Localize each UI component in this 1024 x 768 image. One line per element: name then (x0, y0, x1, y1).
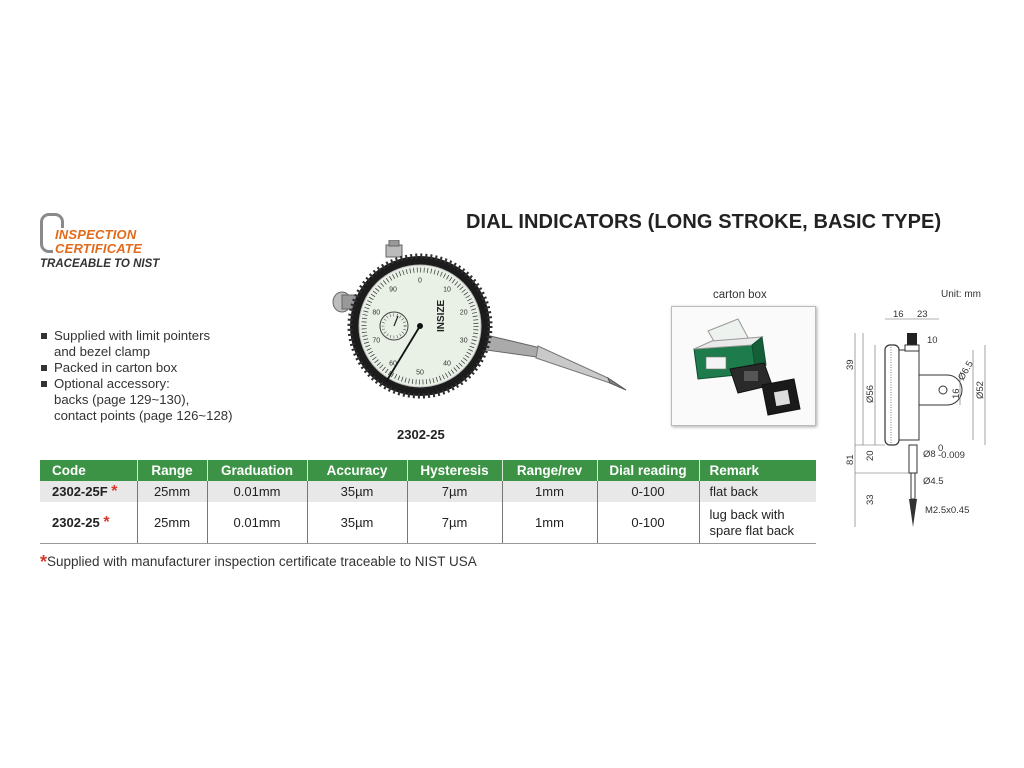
dim-label: 10 (927, 335, 938, 346)
feature-line: Optional accessory: (54, 376, 170, 391)
dim-label: 20 (865, 450, 876, 461)
carton-box-image (671, 306, 816, 426)
column-header-graduation: Graduation (207, 460, 308, 481)
feature-list: Supplied with limit pointers and bezel c… (40, 328, 280, 424)
footnote-star-icon: * (40, 552, 48, 572)
column-header-code: Code (40, 460, 138, 481)
dim-label: 39 (845, 359, 856, 370)
remark-line: spare flat back (709, 522, 795, 538)
dim-label: Ø8 (923, 449, 936, 460)
remark-cell: flat back (699, 481, 816, 502)
dim-label: Ø52 (975, 381, 986, 399)
dial-number-label: 10 (443, 286, 451, 293)
feature-line: backs (page 129~130), (54, 392, 190, 407)
inspection-certificate-logo: INSPECTION CERTIFICATE TRACEABLE TO NIST (40, 213, 180, 273)
traceable-to-nist-label: TRACEABLE TO NIST (40, 258, 160, 270)
dim-label: Ø56 (865, 385, 876, 403)
dial-number-label: 80 (372, 309, 380, 316)
feature-item: Supplied with limit pointers and bezel c… (40, 328, 280, 360)
hysteresis-cell: 7µm (407, 502, 503, 544)
square-bullet-icon (41, 333, 47, 339)
certificate-star-icon: * (111, 482, 118, 500)
dim-label: -0.009 (938, 450, 965, 461)
remark-cell: lug back with spare flat back (699, 502, 816, 544)
column-header-hysteresis: Hysteresis (407, 460, 503, 481)
dial-number-label: 30 (460, 338, 468, 345)
footnote: *Supplied with manufacturer inspection c… (40, 552, 477, 573)
column-header-range: Range (137, 460, 208, 481)
code-cell: 2302-25F * (40, 481, 138, 502)
column-header-dial-reading: Dial reading (597, 460, 700, 481)
dim-label: 33 (865, 494, 876, 505)
feature-line: contact points (page 126~128) (54, 408, 233, 423)
dim-label: Ø4.5 (923, 476, 944, 487)
code-value: 2302-25 (52, 514, 100, 530)
feature-item: Packed in carton box (40, 360, 280, 376)
dim-label: 0 (938, 443, 943, 454)
remark-line: lug back with (709, 506, 785, 522)
remark-line: flat back (709, 483, 758, 499)
column-header-range-rev: Range/rev (502, 460, 598, 481)
graduation-cell: 0.01mm (207, 502, 308, 544)
feature-line: Packed in carton box (54, 360, 178, 375)
technical-drawing: 16 23 10 39 Ø56 Ø6.5 16 Ø52 81 20 Ø8 0 -… (845, 309, 986, 527)
product-model-label: 2302-25 (397, 427, 445, 442)
table-row: 2302-25F * 25mm 0.01mm 35µm 7µm 1mm 0-10… (40, 481, 816, 502)
range-cell: 25mm (137, 502, 208, 544)
dial-number-label: 60 (389, 361, 397, 368)
carton-box-icon (672, 307, 815, 425)
accuracy-cell: 35µm (307, 502, 408, 544)
range-rev-cell: 1mm (502, 481, 598, 502)
dial-number-label: 50 (416, 370, 424, 377)
dial-number-label: 40 (443, 361, 451, 368)
dim-label: 23 (917, 309, 928, 320)
table-row: 2302-25 * 25mm 0.01mm 35µm 7µm 1mm 0-100… (40, 502, 816, 544)
dial-number-label: 70 (372, 338, 380, 345)
feature-line: Supplied with limit pointers (54, 328, 211, 343)
dim-label: M2.5x0.45 (925, 505, 969, 516)
certificate-star-icon: * (103, 513, 110, 531)
dial-number-label: 90 (389, 286, 397, 293)
spec-table: Code Range Graduation Accuracy Hysteresi… (40, 460, 816, 544)
dial-reading-cell: 0-100 (597, 481, 700, 502)
dim-label: 81 (845, 454, 856, 465)
footnote-text: Supplied with manufacturer inspection ce… (47, 554, 477, 569)
dial-brand-label: INSIZE (436, 299, 447, 332)
dial-indicator-image: INSIZE 0 10 20 30 40 50 60 70 80 90 (332, 240, 627, 399)
column-header-remark: Remark (699, 460, 816, 481)
dial-reading-cell: 0-100 (597, 502, 700, 544)
accuracy-cell: 35µm (307, 481, 408, 502)
square-bullet-icon (41, 365, 47, 371)
code-cell: 2302-25 * (40, 502, 138, 544)
range-cell: 25mm (137, 481, 208, 502)
unit-label: Unit: mm (941, 289, 981, 300)
graduation-cell: 0.01mm (207, 481, 308, 502)
feature-line: and bezel clamp (54, 344, 151, 359)
dial-number-label: 20 (460, 309, 468, 316)
dim-label: 16 (951, 388, 962, 399)
carton-box-label: carton box (713, 289, 767, 301)
column-header-accuracy: Accuracy (307, 460, 408, 481)
dim-label: 16 (893, 309, 904, 320)
range-rev-cell: 1mm (502, 502, 598, 544)
table-header-row: Code Range Graduation Accuracy Hysteresi… (40, 460, 816, 481)
code-value: 2302-25F (52, 483, 108, 499)
page-title: DIAL INDICATORS (LONG STROKE, BASIC TYPE… (466, 211, 942, 233)
square-bullet-icon (41, 381, 47, 387)
hysteresis-cell: 7µm (407, 481, 503, 502)
certificate-logo-line2: CERTIFICATE (53, 241, 144, 256)
dial-number-label: 0 (418, 278, 422, 285)
certificate-logo-line1: INSPECTION (53, 227, 139, 242)
feature-item: Optional accessory: backs (page 129~130)… (40, 376, 280, 424)
